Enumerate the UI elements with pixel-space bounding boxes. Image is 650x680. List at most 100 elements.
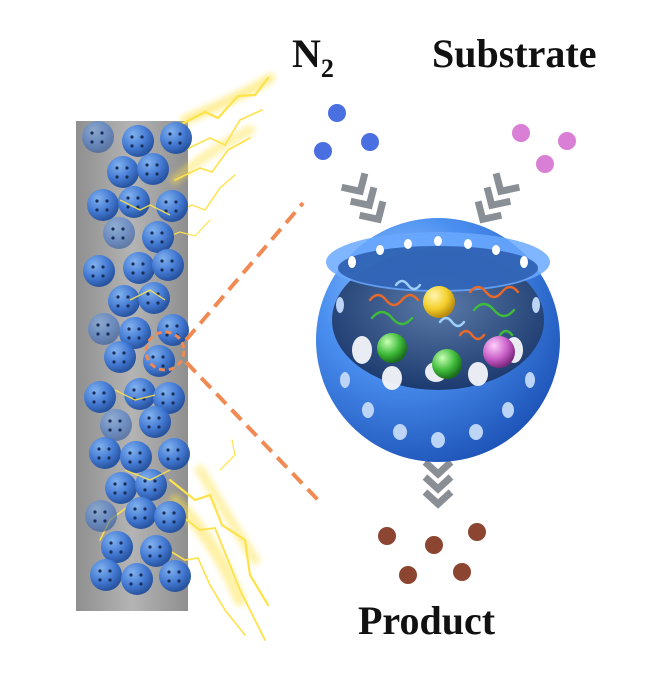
- molecule-dot-icon: [328, 104, 346, 122]
- sphere-pore: [164, 209, 168, 213]
- small-sphere: [84, 381, 116, 413]
- sphere-pore: [165, 324, 169, 328]
- sphere-pore: [91, 274, 95, 278]
- sphere-pore: [118, 419, 122, 423]
- sphere-pore: [164, 200, 168, 204]
- small-sphere: [138, 282, 170, 314]
- sphere-pore: [150, 240, 154, 244]
- molecule-dot-icon: [512, 124, 530, 142]
- sphere-pore: [122, 351, 126, 355]
- sphere-pore: [123, 491, 127, 495]
- small-sphere: [157, 314, 189, 346]
- sphere-pore: [92, 391, 96, 395]
- sphere-pore: [108, 419, 112, 423]
- small-sphere: [153, 382, 185, 414]
- sphere-pore: [95, 208, 99, 212]
- sphere-pore: [143, 479, 147, 483]
- small-sphere: [118, 186, 150, 218]
- molecule-dot-icon: [536, 155, 554, 173]
- sphere-pore: [153, 479, 157, 483]
- sphere-pore: [131, 262, 135, 266]
- sphere-pore: [174, 200, 178, 204]
- small-sphere: [160, 122, 192, 154]
- molecule-dot-icon: [453, 563, 471, 581]
- sphere-pore: [145, 163, 149, 167]
- sphere-pore: [111, 236, 115, 240]
- chevron-arrow-icon: [422, 459, 454, 509]
- small-sphere: [154, 501, 186, 533]
- small-sphere: [89, 437, 121, 469]
- sphere-pore: [128, 451, 132, 455]
- small-sphere: [125, 497, 157, 529]
- sphere-pore: [167, 570, 171, 574]
- sphere-pore: [146, 292, 150, 296]
- sphere-pore: [142, 388, 146, 392]
- sphere-pore: [140, 144, 144, 148]
- sphere-pore: [161, 355, 165, 359]
- sphere-pore: [125, 166, 129, 170]
- sphere-pore: [106, 332, 110, 336]
- sphere-pore: [162, 520, 166, 524]
- sphere-pore: [140, 135, 144, 139]
- molecule-dot-icon: [314, 142, 332, 160]
- small-sphere: [90, 559, 122, 591]
- sphere-pore: [178, 132, 182, 136]
- sphere-pore: [153, 488, 157, 492]
- sphere-pore: [177, 579, 181, 583]
- sphere-pore: [125, 175, 129, 179]
- sphere-pore: [97, 447, 101, 451]
- sphere-pore: [157, 416, 161, 420]
- sphere-pore: [161, 392, 165, 396]
- sphere-pore: [105, 199, 109, 203]
- sphere-pore: [113, 482, 117, 486]
- sphere-pore: [109, 541, 113, 545]
- n2-molecules: [314, 104, 379, 160]
- electrode-spheres: [82, 121, 192, 595]
- sphere-pore: [119, 550, 123, 554]
- sphere-pore: [96, 323, 100, 327]
- small-sphere: [140, 535, 172, 567]
- sphere-pore: [102, 400, 106, 404]
- sphere-pore: [130, 144, 134, 148]
- sphere-pore: [143, 516, 147, 520]
- sphere-pore: [139, 582, 143, 586]
- sphere-pore: [171, 392, 175, 396]
- sphere-pore: [118, 428, 122, 432]
- sphere-pore: [101, 265, 105, 269]
- small-sphere: [119, 317, 151, 349]
- small-sphere: [88, 313, 120, 345]
- sphere-pore: [129, 582, 133, 586]
- sphere-pore: [136, 205, 140, 209]
- sphere-pore: [138, 460, 142, 464]
- small-sphere: [139, 406, 171, 438]
- sphere-pore: [150, 231, 154, 235]
- sphere-pore: [92, 400, 96, 404]
- small-sphere: [101, 531, 133, 563]
- sphere-pore: [166, 457, 170, 461]
- small-sphere: [143, 345, 175, 377]
- sphere-pore: [136, 196, 140, 200]
- sphere-pore: [158, 554, 162, 558]
- sphere-pore: [103, 510, 107, 514]
- sphere-pore: [158, 545, 162, 549]
- sphere-pore: [172, 511, 176, 515]
- sphere-pore: [126, 196, 130, 200]
- small-sphere: [124, 378, 156, 410]
- zoom-line-bottom: [184, 360, 320, 502]
- molecule-dot-icon: [361, 133, 379, 151]
- chevron-arrow-icon: [340, 172, 387, 224]
- small-sphere: [83, 255, 115, 287]
- sphere-pore: [129, 573, 133, 577]
- sphere-pore: [115, 175, 119, 179]
- sphere-pore: [157, 425, 161, 429]
- small-sphere: [105, 472, 137, 504]
- product-label: Product: [358, 598, 496, 643]
- small-sphere: [159, 560, 191, 592]
- sphere-pore: [138, 451, 142, 455]
- sphere-pore: [176, 448, 180, 452]
- substrate-label: Substrate: [432, 31, 597, 76]
- substrate-molecules: [512, 124, 576, 173]
- small-sphere: [137, 153, 169, 185]
- small-sphere: [104, 341, 136, 373]
